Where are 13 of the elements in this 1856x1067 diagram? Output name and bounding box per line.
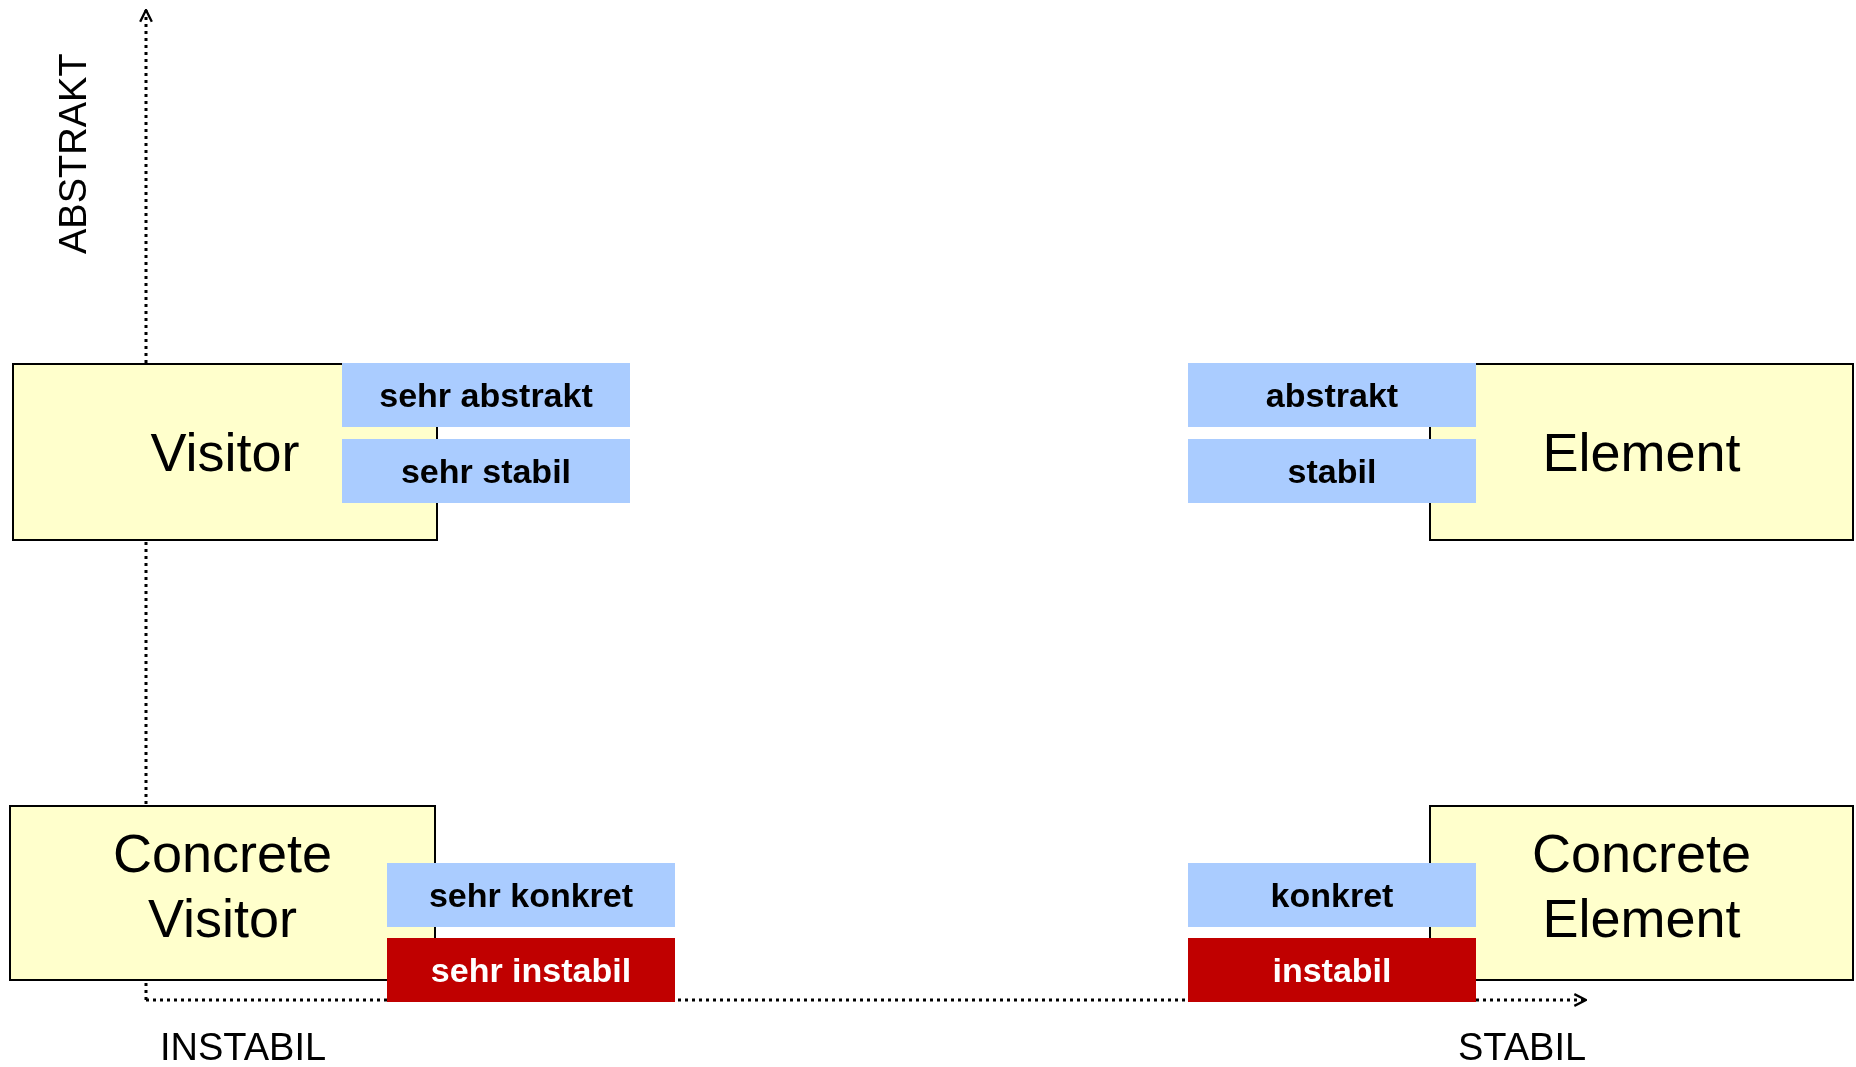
class-box: Element <box>1429 363 1854 541</box>
axis-label: ABSTRAKT <box>52 53 95 254</box>
axis-label: STABIL <box>1458 1026 1587 1067</box>
property-tag: sehr abstrakt <box>342 363 630 427</box>
warning-tag: instabil <box>1188 938 1476 1002</box>
property-tag: abstrakt <box>1188 363 1476 427</box>
warning-tag: sehr instabil <box>387 938 675 1002</box>
property-tag: sehr konkret <box>387 863 675 927</box>
class-box: Concrete Element <box>1429 805 1854 981</box>
property-tag: sehr stabil <box>342 439 630 503</box>
property-tag: stabil <box>1188 439 1476 503</box>
axis-label: INSTABIL <box>160 1026 327 1067</box>
property-tag: konkret <box>1188 863 1476 927</box>
